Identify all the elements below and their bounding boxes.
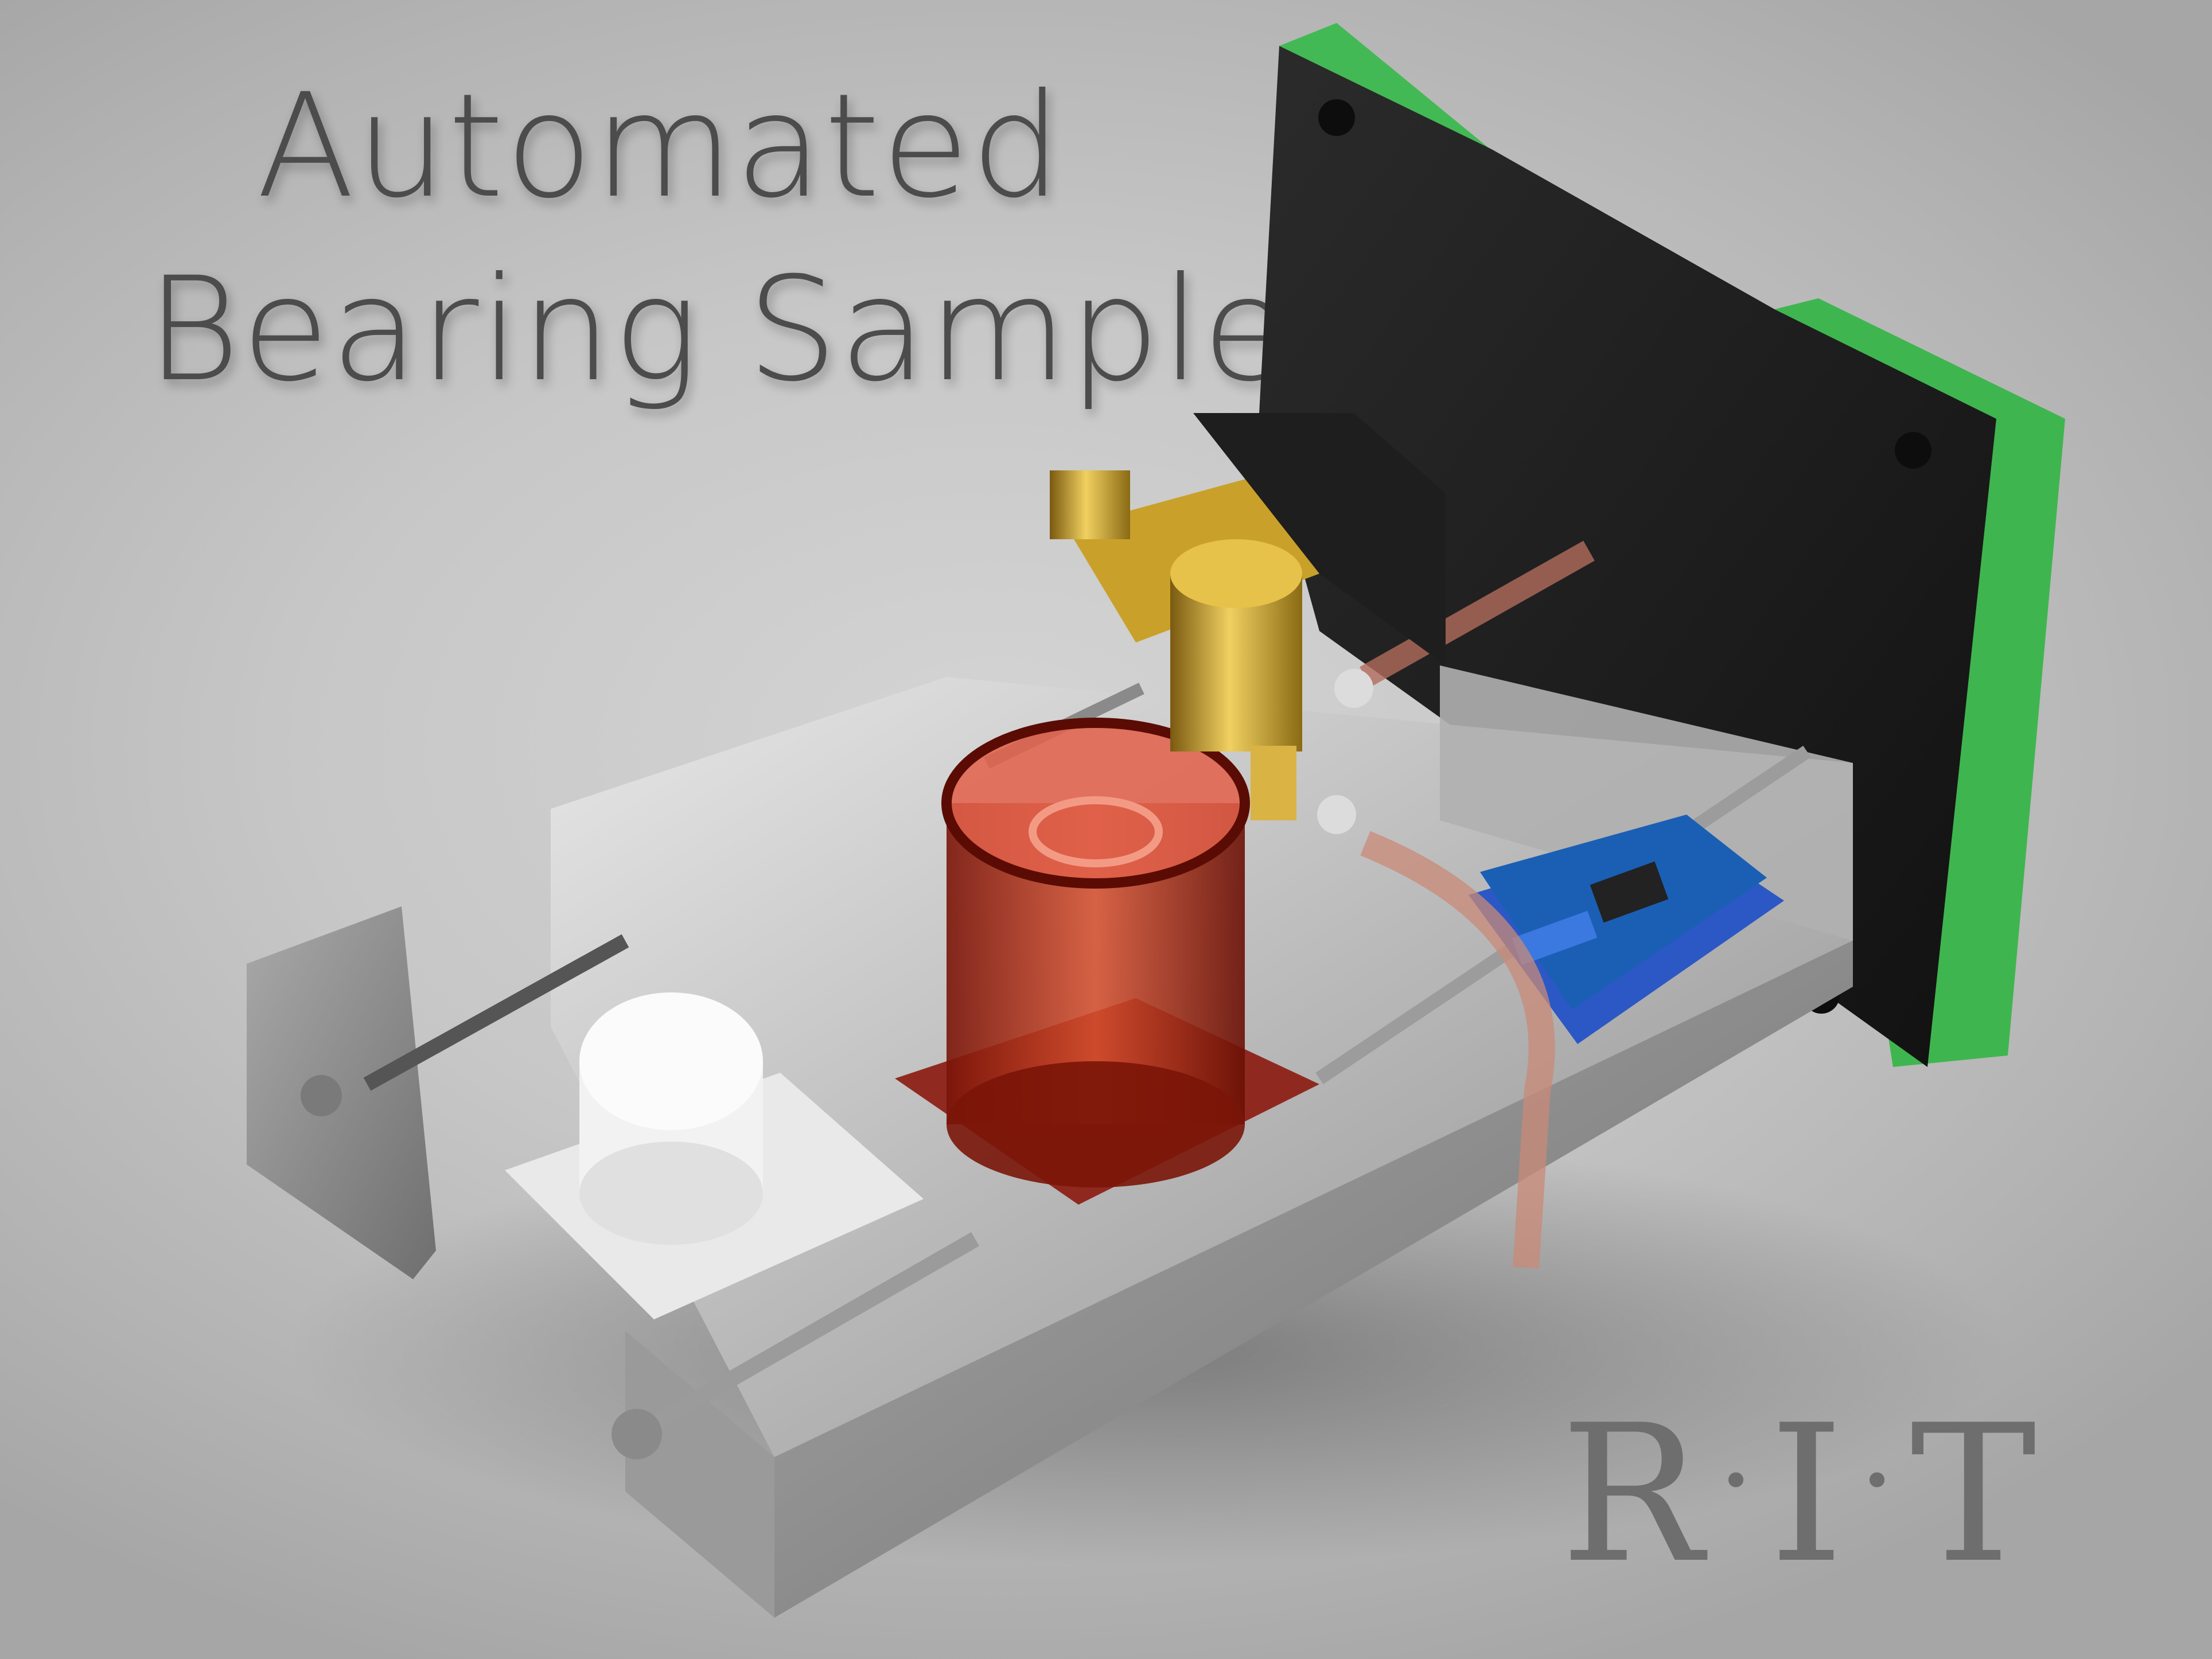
- valve-inlet: [1050, 470, 1130, 539]
- panel-bolt: [1895, 432, 1931, 469]
- panel-bolt: [1318, 99, 1355, 136]
- lead-screw: [363, 934, 629, 1091]
- title-line-1: Automated: [256, 63, 1063, 229]
- reservoir-spring: [1029, 796, 1163, 867]
- base-front-wall: [625, 1331, 774, 1618]
- controller-board: [1469, 815, 1784, 1044]
- title-line-2: Bearing Sampler: [146, 246, 1352, 413]
- drain-tube: [1360, 831, 1555, 1269]
- bearing-cylinder-bottom: [579, 1142, 763, 1245]
- fitting: [1334, 669, 1373, 708]
- reservoir: [895, 718, 1319, 1205]
- feed-tube: [1360, 540, 1595, 687]
- shaft-collar: [612, 1409, 662, 1459]
- board-chip: [1590, 861, 1669, 923]
- reservoir-rim: [941, 718, 1250, 889]
- reservoir-bottom: [947, 1061, 1245, 1187]
- logo-separator: ·: [1718, 1413, 1759, 1547]
- logo-letter-r: R: [1560, 1384, 1708, 1605]
- solenoid-valve: [1050, 413, 1446, 820]
- board-terminal: [1512, 910, 1598, 965]
- shaft-collar: [301, 1075, 342, 1116]
- valve-cap: [1170, 539, 1302, 608]
- guide-rod: [621, 1232, 979, 1447]
- base-plate-side: [774, 941, 1853, 1618]
- logo-letter-t: T: [1910, 1384, 2042, 1605]
- bearing-cylinder-top: [579, 992, 763, 1130]
- rit-logo: R·I·T: [1560, 1400, 2041, 1589]
- logo-letter-i: I: [1769, 1384, 1849, 1605]
- valve-dark-housing: [1193, 413, 1446, 665]
- sample-carriage: [505, 992, 924, 1319]
- logo-separator: ·: [1859, 1413, 1900, 1547]
- valve-outlet: [1251, 746, 1296, 820]
- fitting: [1317, 795, 1356, 834]
